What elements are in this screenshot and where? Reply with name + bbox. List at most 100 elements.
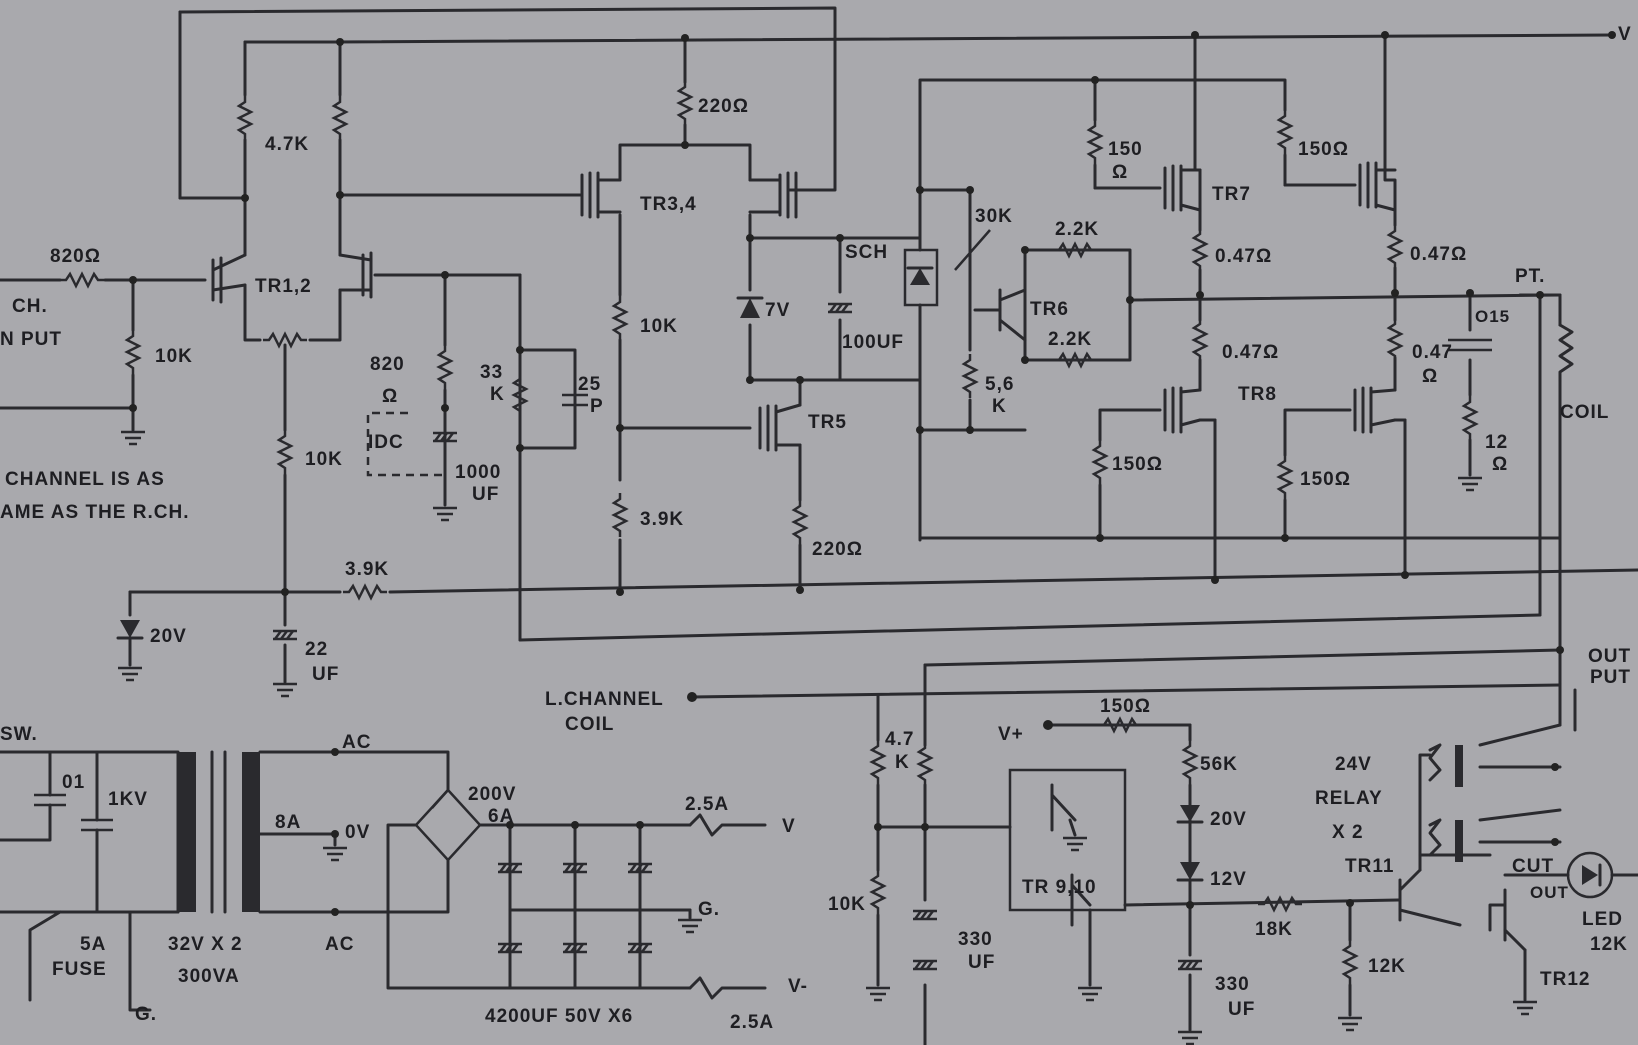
label-c-100uf: 100UF	[842, 332, 904, 353]
label-switch: SW.	[0, 724, 38, 745]
label-bridge-6a: 6A	[488, 806, 514, 827]
resistor-symbols	[58, 79, 1478, 600]
label-zener-12v: 12V	[1210, 869, 1247, 890]
label-c-330-b-unit: UF	[1228, 999, 1255, 1020]
label-ground-mid: G.	[698, 899, 720, 920]
label-r-820-mid: 820	[370, 354, 405, 375]
label-r-56k: 56K	[1200, 754, 1238, 775]
label-r-047-b: 0.47Ω	[1410, 244, 1467, 265]
label-r-12-unit: Ω	[1492, 454, 1508, 475]
label-v-right: V	[782, 816, 796, 837]
label-idc: IDC	[368, 432, 404, 453]
label-c-015: O15	[1475, 307, 1510, 326]
label-r-820-in: 820Ω	[50, 246, 101, 267]
label-tr12b: TR12	[1540, 969, 1590, 990]
label-ac-top: AC	[342, 732, 371, 753]
label-r-047-d: 0.47	[1412, 342, 1453, 363]
label-relay-1: 24V	[1335, 754, 1372, 775]
label-r-33k-k: K	[490, 384, 505, 405]
label-r-12: 12	[1485, 432, 1508, 453]
label-c-330-a: 330	[958, 929, 993, 950]
label-c-1000: 1000	[455, 462, 501, 483]
label-vplus-top: V	[1618, 24, 1632, 45]
label-transformer-32v: 32V X 2	[168, 934, 243, 955]
label-r-4-7k-b: 4.7	[885, 729, 914, 750]
label-v-minus: V-	[788, 976, 808, 997]
label-zener-7v: 7V	[765, 300, 790, 321]
label-ac-bottom: AC	[325, 934, 354, 955]
label-tr8: TR8	[1238, 384, 1277, 405]
label-zener-20v: 20V	[150, 626, 187, 647]
label-r-047-d-unit: Ω	[1422, 366, 1438, 387]
label-tr5: TR5	[808, 412, 847, 433]
label-relay-3: X 2	[1332, 822, 1364, 843]
label-lchannel-1: L.CHANNEL	[545, 689, 664, 710]
transistor-symbols	[211, 161, 1397, 452]
label-r-33k: 33	[480, 362, 503, 383]
label-r-150-b: 150Ω	[1298, 139, 1349, 160]
label-tr7: TR7	[1212, 184, 1251, 205]
label-coil: COIL	[1560, 402, 1609, 423]
label-r-10k-in: 10K	[155, 346, 193, 367]
label-r-047-a: 0.47Ω	[1215, 246, 1272, 267]
label-r-12k-edge: 12K	[1590, 934, 1628, 955]
label-ch-in-2: N PUT	[0, 329, 62, 350]
label-sch: SCH	[845, 242, 888, 263]
label-cut-out: OUT	[1530, 883, 1569, 902]
label-r-10k-low: 10K	[305, 449, 343, 470]
label-r-2-2k-b: 2.2K	[1048, 329, 1092, 350]
label-fuse: FUSE	[52, 959, 107, 980]
label-zener-20v-b: 20V	[1210, 809, 1247, 830]
label-tr12: TR1,2	[255, 276, 312, 297]
label-c-330-a-unit: UF	[968, 952, 995, 973]
label-r-30k: 30K	[975, 206, 1013, 227]
label-r-3-9k-mid: 3.9K	[640, 509, 684, 530]
protection-wiring	[687, 663, 1638, 1045]
label-transformer-300va: 300VA	[178, 966, 240, 987]
amplifier-wiring	[0, 6, 1638, 722]
label-vplus: V+	[998, 724, 1024, 745]
label-r-150-c: 150Ω	[1112, 454, 1163, 475]
label-fuse-2-5a-top: 2.5A	[685, 794, 729, 815]
label-transformer-8a: 8A	[275, 812, 301, 833]
label-r-18k: 18K	[1255, 919, 1293, 940]
label-c-1000-unit: UF	[472, 484, 499, 505]
label-transformer-0v: 0V	[345, 822, 370, 843]
label-tr11: TR11	[1345, 856, 1394, 877]
capacitor-diode-symbols	[116, 198, 1574, 641]
label-r-12k: 12K	[1368, 956, 1406, 977]
label-fuse-2-5a-bottom: 2.5A	[730, 1012, 774, 1033]
label-c-25p: 25	[578, 374, 601, 395]
label-ch-in-1: CH.	[12, 296, 48, 317]
power-supply-wiring	[0, 748, 767, 1012]
label-r-220-low: 220Ω	[812, 539, 863, 560]
label-tr34: TR3,4	[640, 194, 697, 215]
label-cut: CUT	[1512, 856, 1554, 877]
label-r-4-7k-b-k: K	[895, 752, 910, 773]
label-c-1kv: 1KV	[108, 789, 148, 810]
label-output-1: OUT	[1588, 646, 1631, 667]
label-r-047-c: 0.47Ω	[1222, 342, 1279, 363]
label-r-10k-mid: 10K	[640, 316, 678, 337]
component-labels: V 4.7K 220Ω 820Ω CH. N PUT TR1,2 10K TR3…	[0, 24, 1632, 1033]
label-lchannel-2: COIL	[565, 714, 614, 735]
label-caps-4200uf: 4200UF 50V X6	[485, 1006, 633, 1027]
label-output-2: PUT	[1590, 667, 1631, 688]
label-r-150-e: 150Ω	[1100, 696, 1151, 717]
label-r-820-mid-unit: Ω	[382, 386, 398, 407]
label-r-150-d: 150Ω	[1300, 469, 1351, 490]
label-r-150-a-unit: Ω	[1112, 162, 1128, 183]
label-c-330-b: 330	[1215, 974, 1250, 995]
label-r-10k-right: 10K	[828, 894, 866, 915]
label-r-2-2k-a: 2.2K	[1055, 219, 1099, 240]
label-r-5-6k-k: K	[992, 396, 1007, 417]
label-r-5-6k: 5,6	[985, 374, 1014, 395]
label-tr6: TR6	[1030, 299, 1069, 320]
junction-dots	[129, 31, 1616, 654]
label-r-150-a: 150	[1108, 139, 1143, 160]
label-c-01: 01	[62, 772, 85, 793]
label-c-25p-p: P	[590, 396, 604, 417]
label-pt: PT.	[1515, 266, 1545, 287]
